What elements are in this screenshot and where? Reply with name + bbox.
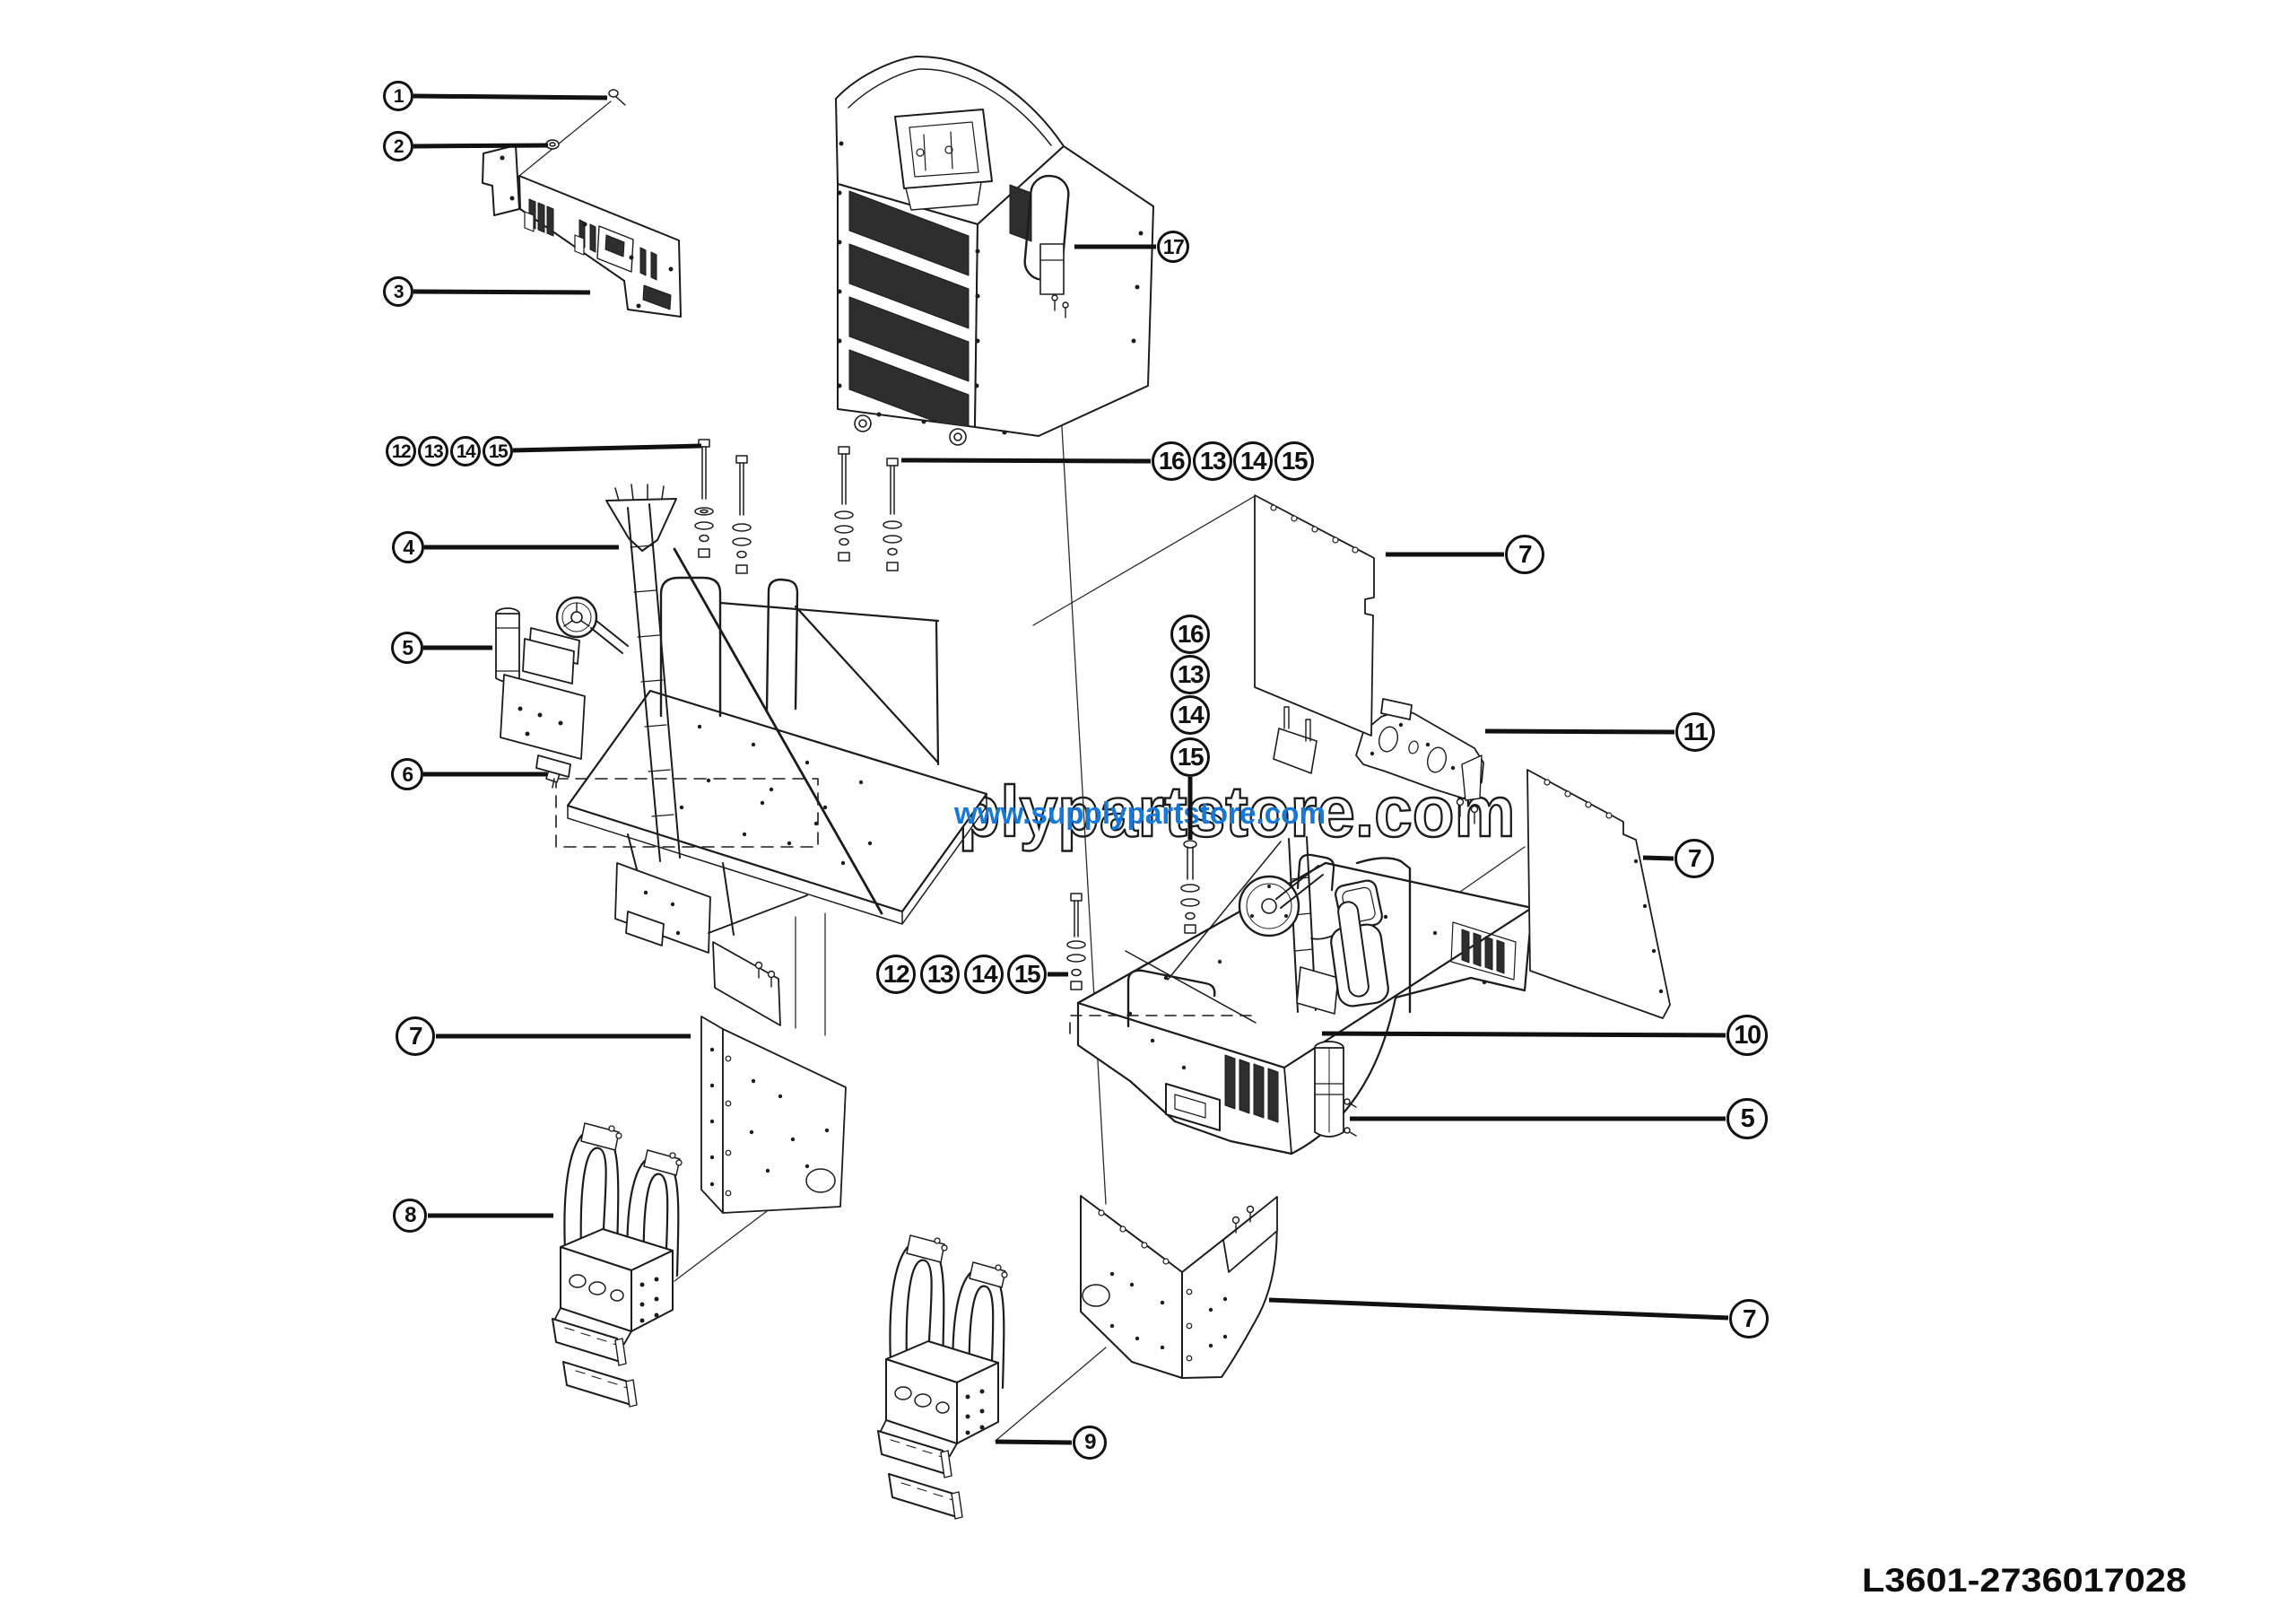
side-panel-bottom-drawing <box>1080 1195 1278 1379</box>
front-guard-drawing <box>482 144 682 318</box>
leader-line-15a <box>512 443 702 453</box>
step-assembly-drawing <box>552 1122 683 1408</box>
leader-line-2 <box>413 143 549 149</box>
leader-line-9 <box>995 1439 1073 1445</box>
right-frame-assembly-drawing <box>1069 706 1534 1155</box>
side-panel-top-right-drawing <box>1254 494 1375 737</box>
leader-line-16a <box>900 458 1152 464</box>
watermark-link-text: www.supplypartstore.com <box>953 797 1326 831</box>
leader-line-11 <box>1484 728 1675 735</box>
leader-line-7b <box>1642 855 1674 861</box>
left-frame-assembly-drawing <box>545 484 988 954</box>
side-panel-left-drawing <box>700 941 847 1214</box>
leader-line-7d <box>1268 1297 1729 1321</box>
beacon-left-drawing <box>495 607 586 778</box>
part-code: L3601-2736017028 <box>1862 1562 2187 1599</box>
leader-line-10 <box>1321 1031 1726 1038</box>
side-panel-right-drawing <box>1526 769 1671 1019</box>
beacon-right-drawing <box>1314 1041 1357 1138</box>
hood-drawing <box>835 55 1154 446</box>
bolt-washer-sets <box>694 439 1200 990</box>
leader-line-1 <box>413 93 608 100</box>
leader-lines <box>413 93 1729 1445</box>
mount-bracket-drawing <box>1355 698 1484 824</box>
